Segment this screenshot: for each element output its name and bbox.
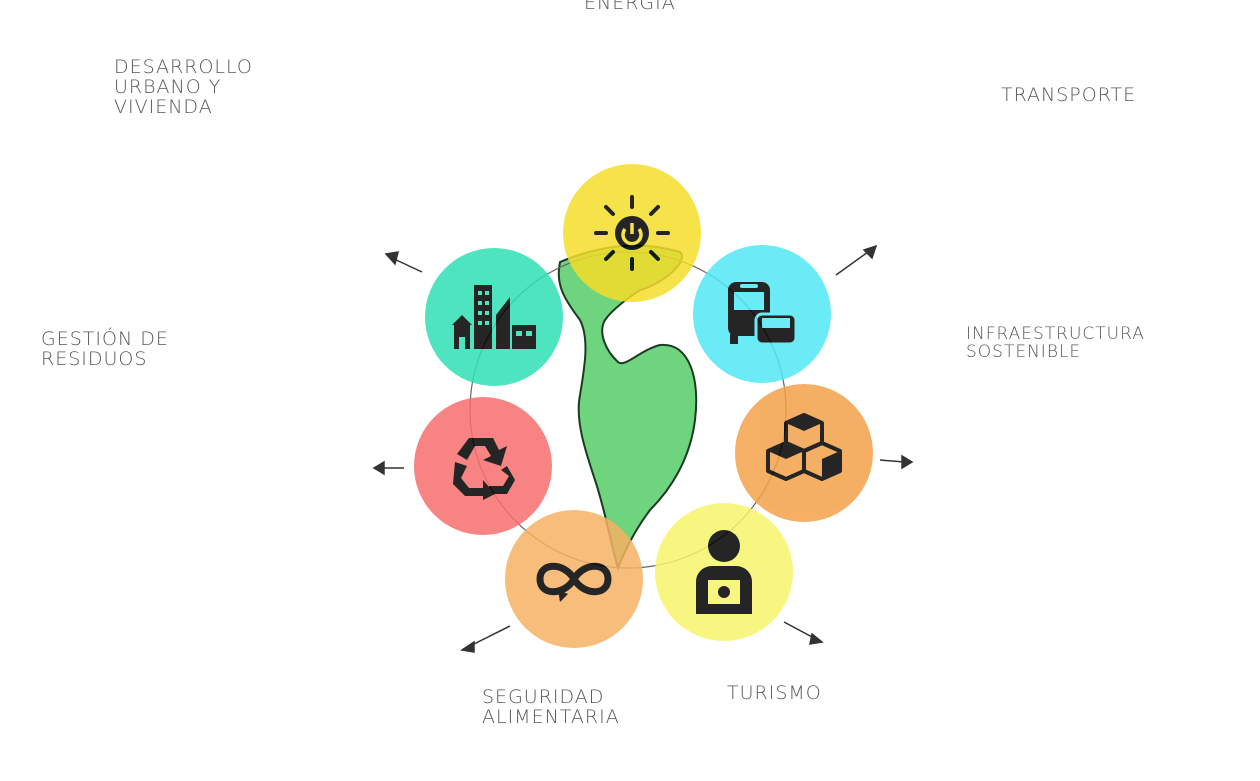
cubes-icon [766, 413, 842, 481]
city-buildings-icon [452, 285, 536, 349]
hub-seguridad-alimentaria[interactable] [505, 510, 643, 648]
hub-transporte[interactable] [693, 245, 831, 383]
hub-gestion-residuos[interactable] [414, 397, 552, 535]
label-seguridad-alimentaria: SEGURIDAD ALIMENTARIA [482, 686, 620, 728]
label-gestion-residuos: GESTIÓN DE RESIDUOS [41, 328, 169, 370]
recycle-icon [453, 438, 515, 500]
hub-infraestructura[interactable] [735, 384, 873, 522]
bus-car-icon [728, 282, 798, 346]
hub-energia[interactable] [563, 164, 701, 302]
label-desarrollo-urbano: DESARROLLO URBANO Y VIVIENDA [114, 56, 253, 118]
hub-turismo[interactable] [655, 503, 793, 641]
sun-power-icon [594, 195, 670, 271]
hub-desarrollo-urbano[interactable] [425, 248, 563, 386]
tourist-camera-icon [696, 530, 752, 614]
label-turismo: TURISMO [727, 682, 822, 704]
label-infraestructura: INFRAESTRUCTURA SOSTENIBLE [966, 324, 1145, 362]
infinity-loop-icon [536, 562, 612, 602]
label-transporte: TRANSPORTE [1001, 84, 1137, 106]
label-energia: ENERGÍA [584, 0, 676, 14]
